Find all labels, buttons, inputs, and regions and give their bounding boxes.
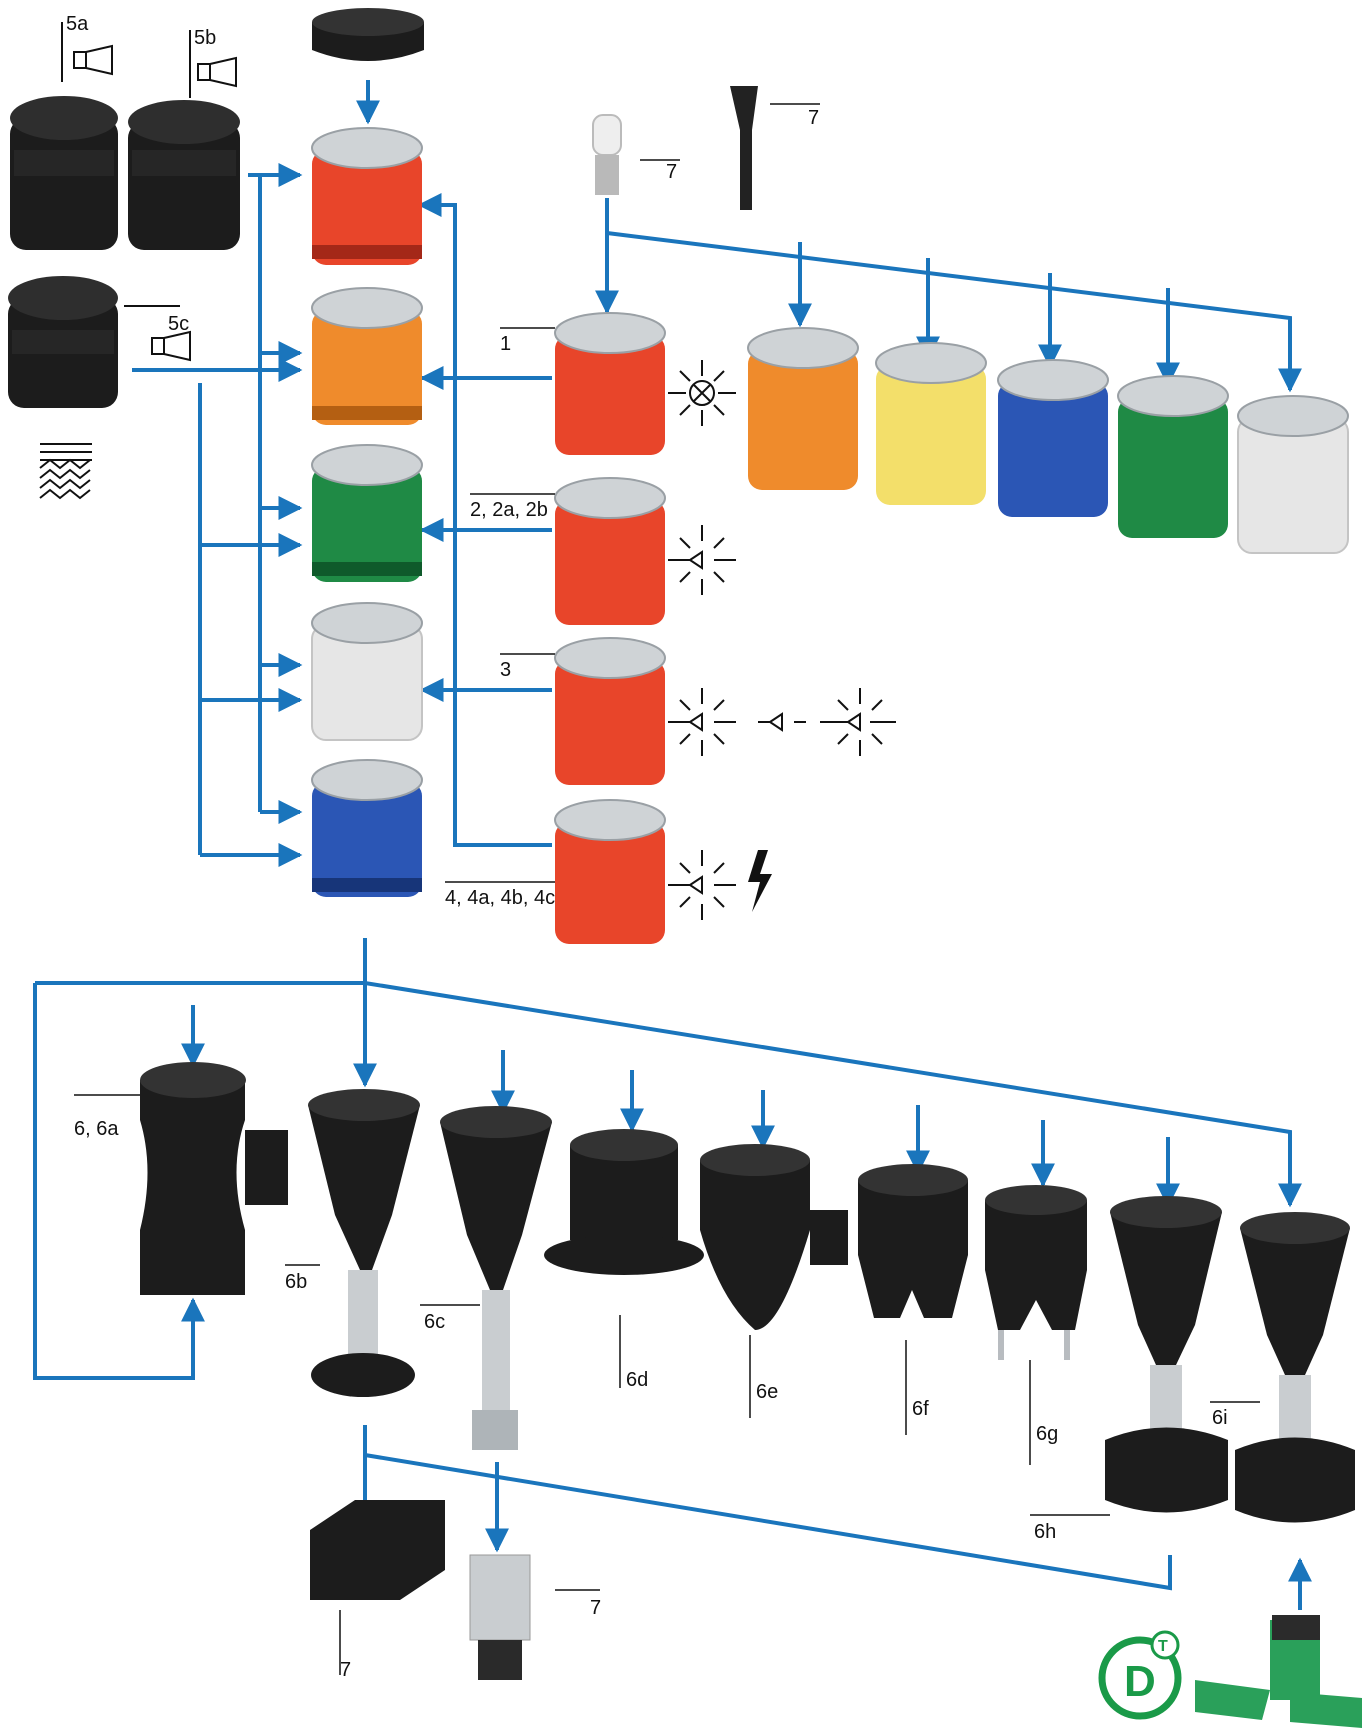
led-flash-icon [668, 525, 736, 595]
base-6g [985, 1185, 1087, 1360]
label-7-bracket: 7 [590, 1597, 601, 1619]
svg-text:T: T [1158, 1638, 1168, 1655]
label-7-mount: 7 [340, 1659, 351, 1681]
color-element-blue [997, 359, 1109, 517]
label-5a: 5a [66, 13, 89, 35]
column-element-blue [311, 759, 423, 897]
element-type-2 [554, 477, 666, 625]
label-6e: 6e [756, 1381, 778, 1403]
label-3: 3 [500, 659, 511, 681]
color-element-clear [1237, 395, 1349, 554]
label-7-bulb: 7 [666, 161, 677, 183]
color-element-green [1117, 375, 1229, 538]
label-7-tool: 7 [808, 107, 819, 129]
base-6b [308, 1089, 420, 1397]
tower-cap [312, 8, 424, 61]
label-6h: 6h [1034, 1521, 1056, 1543]
D-T-logo: D T [1098, 1630, 1182, 1720]
base-6c [440, 1106, 552, 1450]
bases [140, 1062, 1355, 1680]
label-2-2a-2b: 2, 2a, 2b [470, 499, 548, 521]
base-6-6a [140, 1062, 288, 1295]
horn-icon [73, 44, 113, 76]
sound-pattern-icon [39, 443, 92, 500]
horn-icon [197, 56, 237, 88]
column-element-orange [311, 287, 423, 425]
element-type-1 [554, 312, 666, 455]
strobe-lightning-icon [748, 850, 772, 912]
base-6d [544, 1129, 704, 1275]
column-element-green [311, 444, 423, 582]
label-6c: 6c [424, 1311, 445, 1333]
column-element-red [311, 127, 423, 265]
label-1: 1 [500, 333, 511, 355]
label-6b: 6b [285, 1271, 307, 1293]
lamp-steady-icon [668, 360, 736, 426]
wall-mount-accessory [310, 1500, 445, 1600]
color-element-yellow [875, 342, 987, 505]
color-element-orange [747, 327, 859, 490]
sounder-5b [128, 100, 240, 250]
label-6g: 6g [1036, 1423, 1058, 1445]
base-6i [1235, 1212, 1355, 1523]
connector-arrows [33, 80, 1312, 1610]
bulb-accessory [592, 114, 622, 195]
label-5b: 5b [194, 27, 216, 49]
leader-lines [74, 103, 1260, 1675]
sounder-5c [8, 276, 118, 408]
led-multi-mode-icon [668, 688, 896, 756]
bracket-accessory [469, 1554, 531, 1680]
label-6-6a: 6, 6a [74, 1118, 119, 1140]
tool-accessory [730, 86, 758, 210]
label-6i: 6i [1212, 1407, 1228, 1429]
base-6e [700, 1144, 848, 1330]
column-element-clear [311, 602, 423, 741]
horn-icon [151, 330, 191, 362]
base-6h [1105, 1196, 1228, 1513]
label-6d: 6d [626, 1369, 648, 1391]
strobe-icon [668, 850, 736, 920]
svg-text:D: D [1124, 1657, 1156, 1706]
flat-cable-connector [1195, 1615, 1362, 1728]
label-6f: 6f [912, 1398, 929, 1420]
label-4-4a-4b-4c: 4, 4a, 4b, 4c [445, 887, 555, 909]
element-type-4 [554, 799, 666, 944]
label-5c: 5c [168, 313, 189, 335]
sounder-5a [10, 96, 118, 250]
element-type-3 [554, 637, 666, 785]
base-6f [858, 1164, 968, 1318]
